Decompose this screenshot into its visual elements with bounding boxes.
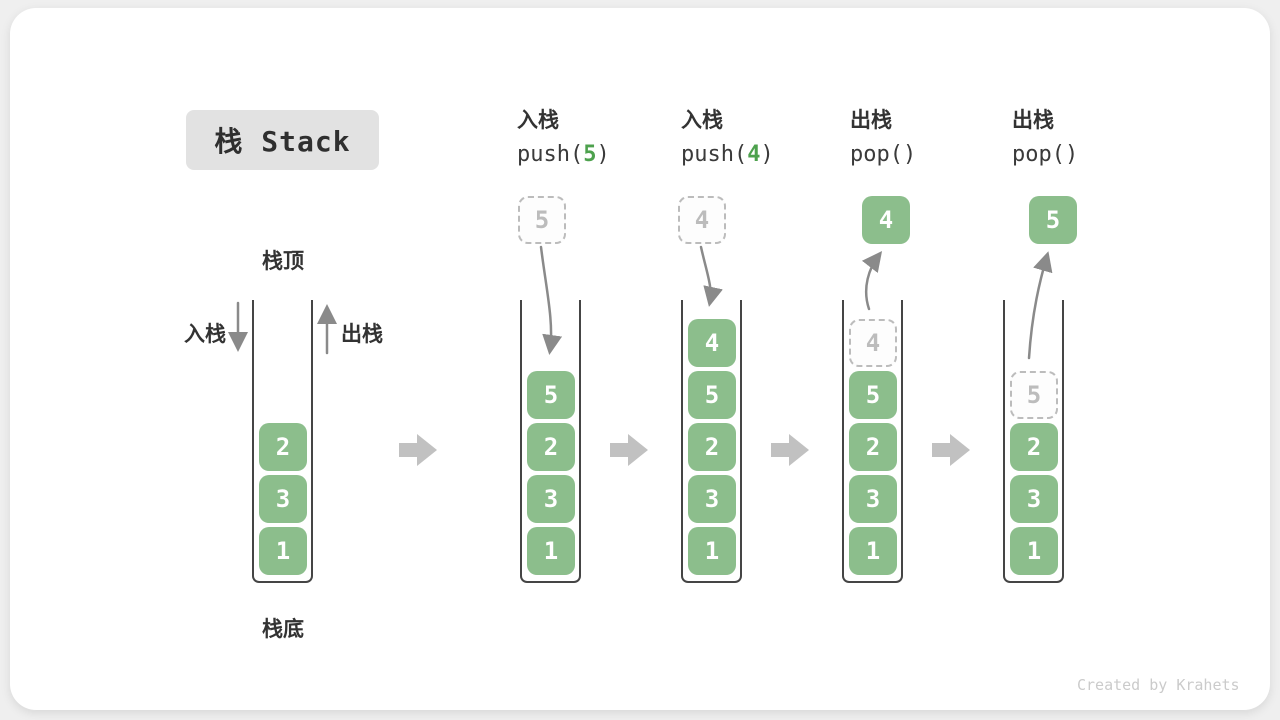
stack-cell: 2: [688, 423, 736, 471]
operation-code: push(4): [681, 142, 841, 167]
pushed-value-box: 4: [678, 196, 726, 244]
code-suffix: ): [596, 142, 610, 167]
operation-label-pop-1: 出栈 pop(): [850, 104, 1010, 167]
stack-cell: 1: [688, 527, 736, 575]
stack-cell: 1: [527, 527, 575, 575]
stack-cell: 3: [1010, 475, 1058, 523]
pop-legend-label: 出栈: [341, 323, 383, 346]
stack-bottom-label: 栈底: [262, 618, 304, 641]
stack-cell: 3: [688, 475, 736, 523]
stack-container-after-pop-5: 5 2 3 1: [1003, 300, 1064, 583]
push-legend-label: 入栈: [184, 323, 226, 346]
watermark: Created by Krahets: [1077, 676, 1240, 694]
operation-name: 入栈: [681, 109, 723, 132]
stack-cell: 3: [527, 475, 575, 523]
pushed-value-box: 5: [518, 196, 566, 244]
stack-cell: 5: [688, 371, 736, 419]
code-prefix: push(: [517, 142, 584, 167]
operation-label-push-5: 入栈 push(5): [517, 104, 677, 167]
code-prefix: pop(: [1012, 142, 1065, 167]
stack-container-after-push-5: 5 2 3 1: [520, 300, 581, 583]
stack-cell: 1: [1010, 527, 1058, 575]
operation-label-push-4: 入栈 push(4): [681, 104, 841, 167]
stack-cell: 2: [849, 423, 897, 471]
stack-cell-ghost: 4: [849, 319, 897, 367]
stack-cell: 1: [259, 527, 307, 575]
operation-code: pop(): [850, 142, 1010, 167]
stack-cell-ghost: 5: [1010, 371, 1058, 419]
operation-label-pop-2: 出栈 pop(): [1012, 104, 1172, 167]
diagram-title: 栈 Stack: [186, 110, 379, 170]
operation-code: push(5): [517, 142, 677, 167]
operation-name: 出栈: [1012, 109, 1054, 132]
stack-cell: 3: [259, 475, 307, 523]
operation-name: 出栈: [850, 109, 892, 132]
stack-cell: 2: [527, 423, 575, 471]
code-argument: 5: [583, 142, 597, 167]
code-prefix: push(: [681, 142, 748, 167]
stack-cell: 5: [849, 371, 897, 419]
popped-value-box: 4: [862, 196, 910, 244]
stack-cell: 4: [688, 319, 736, 367]
stack-cell: 5: [527, 371, 575, 419]
code-prefix: pop(: [850, 142, 903, 167]
stack-cell: 3: [849, 475, 897, 523]
code-argument: 4: [747, 142, 761, 167]
stack-container-initial: 2 3 1: [252, 300, 313, 583]
stack-container-after-pop-4: 4 5 2 3 1: [842, 300, 903, 583]
operation-code: pop(): [1012, 142, 1172, 167]
stack-cell: 2: [259, 423, 307, 471]
operation-name: 入栈: [517, 109, 559, 132]
stack-container-after-push-4: 4 5 2 3 1: [681, 300, 742, 583]
code-suffix: ): [760, 142, 774, 167]
code-suffix: ): [1064, 142, 1079, 167]
stack-cell: 1: [849, 527, 897, 575]
stack-top-label: 栈顶: [262, 250, 304, 273]
popped-value-box: 5: [1029, 196, 1077, 244]
code-suffix: ): [902, 142, 917, 167]
stack-cell: 2: [1010, 423, 1058, 471]
